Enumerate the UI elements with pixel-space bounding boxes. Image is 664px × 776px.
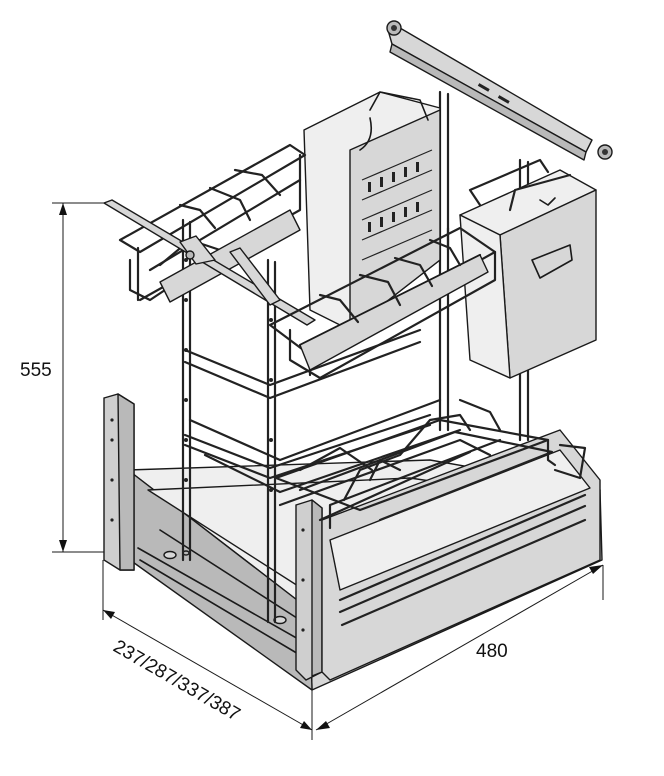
width-label: 480 [476,641,508,662]
depth-label: 237/287/337/387 [110,636,244,726]
left-front-post [103,393,135,571]
right-front-post [295,499,323,681]
lower-rails [188,398,492,507]
top-mounting-rail [386,20,613,161]
back-bin [303,91,441,331]
middle-frame [181,218,432,624]
front-drawer-panel [321,429,601,681]
mounting-bars [103,199,316,326]
height-dimension [52,202,108,553]
right-bin [459,158,597,379]
middle-basket [268,226,497,380]
upper-left-basket [118,143,307,303]
height-label: 555 [20,360,52,381]
width-dimension [315,564,604,731]
